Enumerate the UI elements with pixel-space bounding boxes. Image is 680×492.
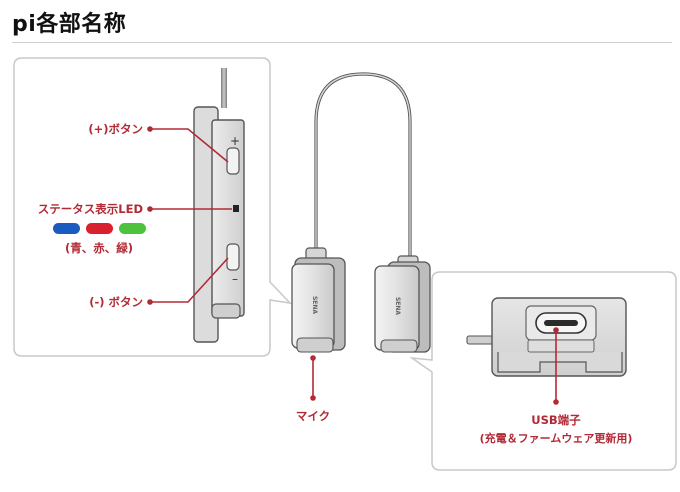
usb-detail-callout: USB端子 (充電＆ファームウェア更新用) (409, 271, 677, 471)
status-led-label: ステータス表示LED (38, 202, 143, 216)
led-green-swatch (119, 223, 146, 234)
usb-end-view (466, 297, 627, 377)
mic-label: マイク (296, 409, 330, 423)
minus-button-label: (-) ボタン (89, 295, 143, 309)
plus-button-shape (226, 147, 240, 175)
right-unit-logo: SENA (394, 297, 401, 315)
title-divider (12, 42, 672, 43)
connecting-cable (314, 72, 412, 262)
minus-button-leader (150, 257, 229, 303)
led-colors-label: (青、赤、緑) (65, 241, 133, 255)
side-detail-callout: + – (+)ボタン ステータス表示LED (青、赤、緑) (-) ボタン (13, 57, 293, 357)
minus-symbol: – (232, 272, 238, 286)
usb-port-label: USB端子 (531, 413, 581, 427)
usb-port-note: (充電＆ファームウェア更新用) (480, 431, 633, 445)
minus-button-shape (226, 243, 240, 271)
page-title: pi各部名称 (12, 12, 127, 37)
led-blue-swatch (53, 223, 80, 234)
plus-symbol: + (230, 134, 240, 148)
plus-button-label: (+)ボタン (88, 122, 143, 136)
left-unit: SENA (291, 247, 346, 353)
right-unit: SENA (374, 255, 431, 353)
led-red-swatch (86, 223, 113, 234)
status-led-shape (233, 205, 239, 212)
plus-button-leader (150, 128, 229, 163)
unit-side-view: + – (193, 106, 245, 343)
left-unit-logo: SENA (311, 296, 318, 314)
